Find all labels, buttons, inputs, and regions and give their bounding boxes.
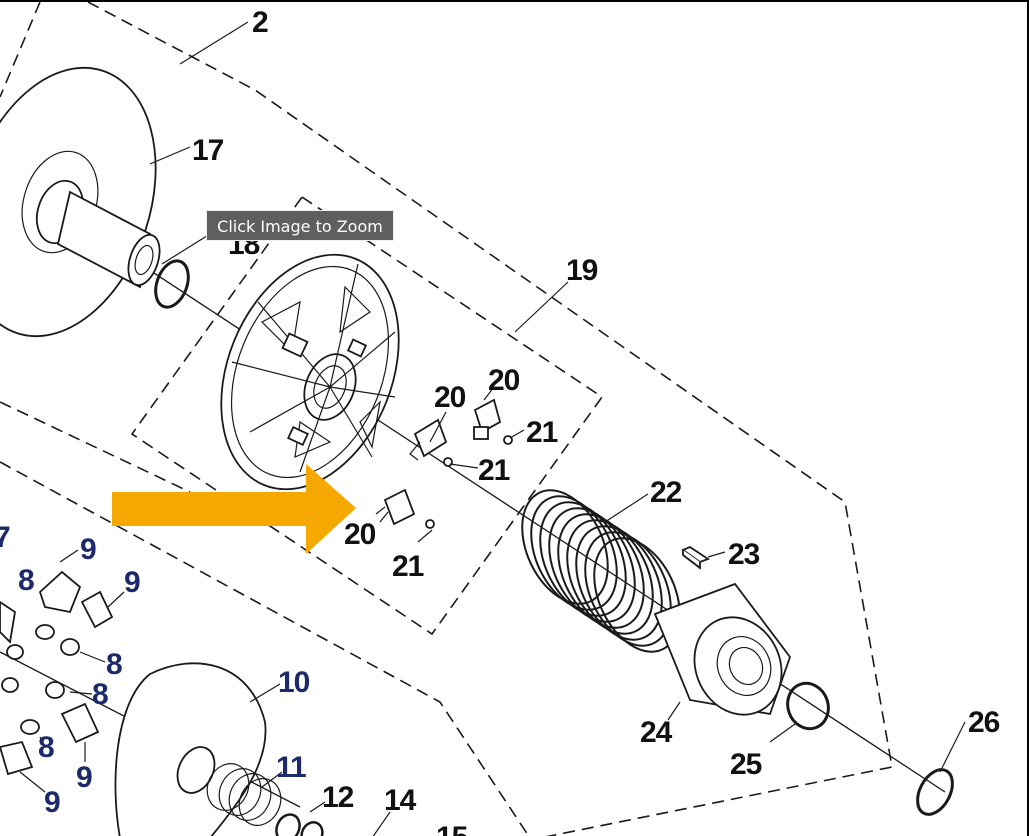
part-10-sheave[interactable] xyxy=(114,662,267,836)
primary-weights-cluster[interactable] xyxy=(0,570,114,776)
spring-coil xyxy=(566,519,654,635)
callout-8-a: 8 xyxy=(18,564,34,597)
part-19-spider-plate[interactable] xyxy=(188,228,431,516)
part-23-key[interactable] xyxy=(681,545,710,570)
part-22-spring[interactable] xyxy=(505,477,697,666)
callout-8-b: 8 xyxy=(106,648,122,681)
callout-17: 17 xyxy=(192,134,224,167)
part-20-roller-c[interactable] xyxy=(379,488,416,526)
callout-21-c: 21 xyxy=(392,550,424,583)
zoom-tooltip[interactable]: Click Image to Zoom xyxy=(206,210,394,241)
part-12-washer[interactable] xyxy=(272,811,326,836)
callout-22: 22 xyxy=(650,476,682,509)
spring-coil xyxy=(557,513,645,629)
spring-coil xyxy=(548,507,636,623)
highlight-arrow xyxy=(112,464,356,554)
callout-12: 12 xyxy=(322,781,354,814)
spring-coil xyxy=(575,525,663,641)
part-20-roller-b[interactable] xyxy=(473,398,502,440)
callout-23: 23 xyxy=(728,538,760,571)
callout-9-b: 9 xyxy=(124,566,140,599)
callout-9-a: 9 xyxy=(80,533,96,566)
callout-7: 7 xyxy=(0,521,10,554)
callout-10: 10 xyxy=(278,666,310,699)
callout-20-c: 20 xyxy=(344,518,376,551)
callout-25: 25 xyxy=(730,748,762,781)
part-24-cover[interactable] xyxy=(653,582,797,729)
callout-2: 2 xyxy=(252,6,268,39)
callout-26: 26 xyxy=(968,706,1000,739)
callout-20-a: 20 xyxy=(434,381,466,414)
part-25-circlip[interactable] xyxy=(781,678,834,735)
spring-coil xyxy=(521,489,609,605)
callout-14: 14 xyxy=(384,784,417,817)
assembly-outline-2 xyxy=(0,2,893,836)
callout-11: 11 xyxy=(276,751,306,784)
callout-21-a: 21 xyxy=(526,416,558,449)
leader-lines xyxy=(19,21,966,836)
callout-8-d: 8 xyxy=(38,731,54,764)
callout-9-c: 9 xyxy=(76,761,92,794)
spring-coil xyxy=(530,495,618,611)
assembly-outline-19 xyxy=(130,195,604,636)
callout-15: 15 xyxy=(436,821,468,836)
callout-19: 19 xyxy=(566,254,598,287)
part-21-screws[interactable] xyxy=(425,435,513,529)
callout-21-b: 21 xyxy=(478,454,510,487)
part-17-sheave[interactable] xyxy=(0,43,188,361)
part-26-o-ring[interactable] xyxy=(910,764,959,820)
spring-coil xyxy=(593,537,681,653)
callout-8-c: 8 xyxy=(92,678,108,711)
callout-24: 24 xyxy=(640,716,673,749)
callout-labels: 2 17 18 19 20 20 20 21 21 21 22 23 24 25… xyxy=(0,6,1001,836)
spring-coil xyxy=(539,501,627,617)
part-20-roller-a[interactable] xyxy=(409,418,448,461)
callout-9-d: 9 xyxy=(44,786,60,819)
part-11-spring[interactable] xyxy=(200,757,289,832)
callout-20-b: 20 xyxy=(488,364,520,397)
part-18-o-ring[interactable] xyxy=(150,256,195,311)
spring-coil xyxy=(584,531,672,647)
